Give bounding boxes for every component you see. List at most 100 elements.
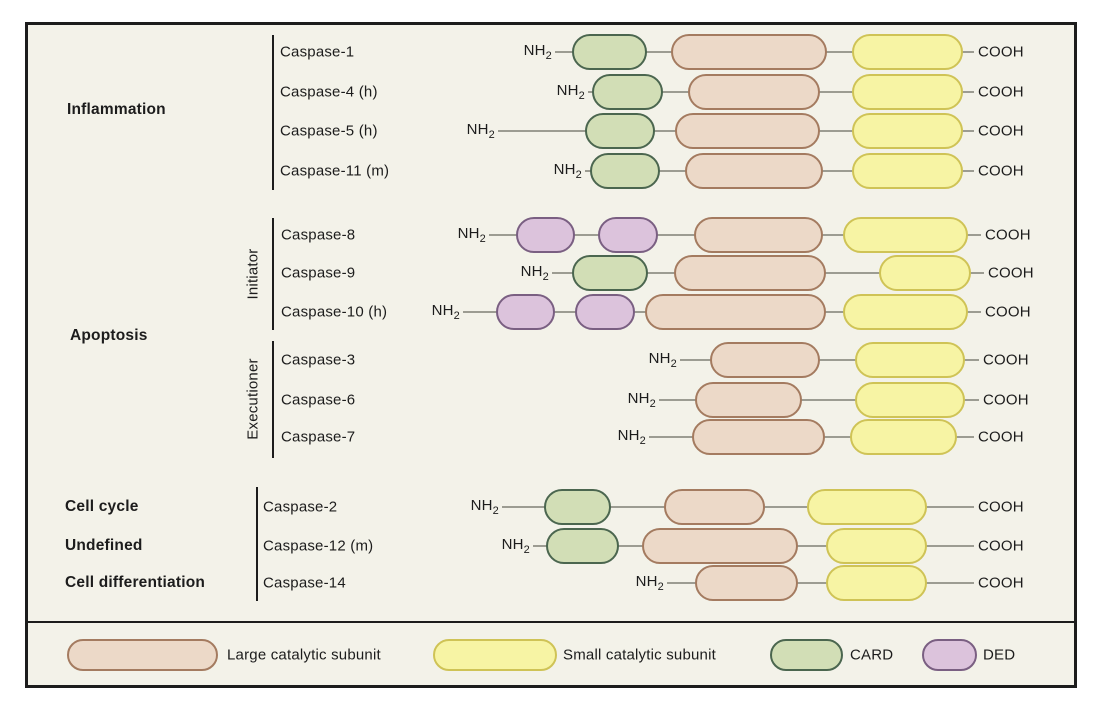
inflammation-bracket — [272, 35, 274, 190]
caspase-row-caspase-12-m-cooh-label: COOH — [978, 537, 1024, 555]
group-label-cell-cycle: Cell cycle — [65, 498, 139, 515]
nh2-base: NH — [466, 121, 489, 138]
nh2-subscript: 2 — [578, 90, 585, 102]
large-domain-pill — [695, 382, 802, 418]
initiator-bracket — [272, 218, 274, 330]
bottom-bracket — [256, 487, 258, 601]
nh2-subscript: 2 — [523, 544, 530, 556]
caspase-row-caspase-11-m-cooh-label: COOH — [978, 162, 1024, 180]
large-domain-pill — [694, 217, 823, 253]
caspase-row-caspase-9-nh2-label: NH2 — [521, 263, 549, 283]
group-label-apoptosis: Apoptosis — [70, 327, 148, 344]
nh2-base: NH — [501, 536, 524, 553]
caspase-row-caspase-14-nh2-label: NH2 — [636, 573, 664, 593]
nh2-base: NH — [457, 225, 480, 242]
small-domain-pill — [855, 382, 965, 418]
nh2-subscript: 2 — [639, 435, 646, 447]
nh2-base: NH — [617, 427, 640, 444]
caspase-row-caspase-8-name: Caspase-8 — [281, 226, 356, 244]
caspase-row-caspase-10-h-cooh-label: COOH — [985, 303, 1031, 321]
nh2-subscript: 2 — [453, 310, 460, 322]
large-domain-pill — [664, 489, 765, 525]
small-domain-pill — [826, 565, 927, 601]
nh2-base: NH — [556, 82, 579, 99]
caspase-row-caspase-3-cooh-label: COOH — [983, 351, 1029, 369]
group-label-cell-differentiation: Cell differentiation — [65, 574, 206, 591]
legend-divider — [28, 621, 1074, 623]
legend-label-large: Large catalytic subunit — [227, 646, 381, 664]
small-domain-pill — [807, 489, 927, 525]
nh2-base: NH — [523, 42, 546, 59]
nh2-base: NH — [648, 350, 671, 367]
nh2-subscript: 2 — [657, 581, 664, 593]
ded-domain-pill — [575, 294, 635, 330]
small-domain-pill — [879, 255, 971, 291]
nh2-subscript: 2 — [649, 398, 656, 410]
caspase-row-caspase-6-nh2-label: NH2 — [628, 390, 656, 410]
caspase-row-caspase-3-backbone-line — [680, 359, 979, 361]
caspase-row-caspase-1-name: Caspase-1 — [280, 43, 355, 61]
caspase-row-caspase-5-h-name: Caspase-5 (h) — [280, 122, 378, 140]
card-domain-pill — [590, 153, 660, 189]
large-domain-pill — [645, 294, 826, 330]
caspase-row-caspase-14-backbone-line — [667, 582, 974, 584]
caspase-row-caspase-11-m-nh2-label: NH2 — [554, 161, 582, 181]
small-domain-pill — [850, 419, 957, 455]
caspase-row-caspase-7-name: Caspase-7 — [281, 428, 356, 446]
legend-label-card: CARD — [850, 646, 894, 664]
large-domain-pill — [692, 419, 825, 455]
caspase-row-caspase-1-cooh-label: COOH — [978, 43, 1024, 61]
legend-pill-large — [67, 639, 218, 671]
caspase-row-caspase-8-nh2-label: NH2 — [458, 225, 486, 245]
caspase-row-caspase-10-h-nh2-label: NH2 — [432, 302, 460, 322]
caspase-row-caspase-14-cooh-label: COOH — [978, 574, 1024, 592]
caspase-row-caspase-12-m-name: Caspase-12 (m) — [263, 537, 374, 555]
card-domain-pill — [544, 489, 611, 525]
executioner-bracket — [272, 341, 274, 458]
caspase-row-caspase-14-name: Caspase-14 — [263, 574, 346, 592]
card-domain-pill — [592, 74, 663, 110]
nh2-subscript: 2 — [575, 169, 582, 181]
large-domain-pill — [695, 565, 798, 601]
caspase-row-caspase-6-name: Caspase-6 — [281, 391, 356, 409]
group-label-inflammation: Inflammation — [67, 101, 166, 118]
legend-pill-ded — [922, 639, 977, 671]
caspase-row-caspase-10-h-name: Caspase-10 (h) — [281, 303, 388, 321]
large-domain-pill — [642, 528, 798, 564]
caspase-row-caspase-5-h-cooh-label: COOH — [978, 122, 1024, 140]
card-domain-pill — [572, 255, 648, 291]
nh2-subscript: 2 — [492, 505, 499, 517]
small-domain-pill — [852, 153, 963, 189]
group-label-undefined: Undefined — [65, 537, 143, 554]
nh2-base: NH — [627, 390, 650, 407]
small-domain-pill — [855, 342, 965, 378]
small-domain-pill — [826, 528, 927, 564]
caspase-row-caspase-6-cooh-label: COOH — [983, 391, 1029, 409]
large-domain-pill — [688, 74, 820, 110]
small-domain-pill — [852, 74, 963, 110]
caspase-row-caspase-4-h-nh2-label: NH2 — [557, 82, 585, 102]
small-domain-pill — [852, 34, 963, 70]
legend-label-small: Small catalytic subunit — [563, 646, 716, 664]
caspase-row-caspase-5-h-nh2-label: NH2 — [467, 121, 495, 141]
caspase-row-caspase-7-nh2-label: NH2 — [618, 427, 646, 447]
legend-label-ded: DED — [983, 646, 1016, 664]
nh2-subscript: 2 — [479, 233, 486, 245]
sub-label-executioner: Executioner — [244, 358, 262, 440]
large-domain-pill — [671, 34, 827, 70]
large-domain-pill — [674, 255, 826, 291]
ded-domain-pill — [496, 294, 555, 330]
ded-domain-pill — [598, 217, 658, 253]
card-domain-pill — [546, 528, 619, 564]
nh2-base: NH — [431, 302, 454, 319]
sub-label-initiator: Initiator — [244, 248, 262, 300]
large-domain-pill — [685, 153, 823, 189]
caspase-row-caspase-4-h-cooh-label: COOH — [978, 83, 1024, 101]
caspase-row-caspase-6-backbone-line — [659, 399, 979, 401]
legend-pill-small — [433, 639, 557, 671]
nh2-base: NH — [470, 497, 493, 514]
nh2-base: NH — [553, 161, 576, 178]
caspase-row-caspase-11-m-name: Caspase-11 (m) — [280, 162, 390, 180]
